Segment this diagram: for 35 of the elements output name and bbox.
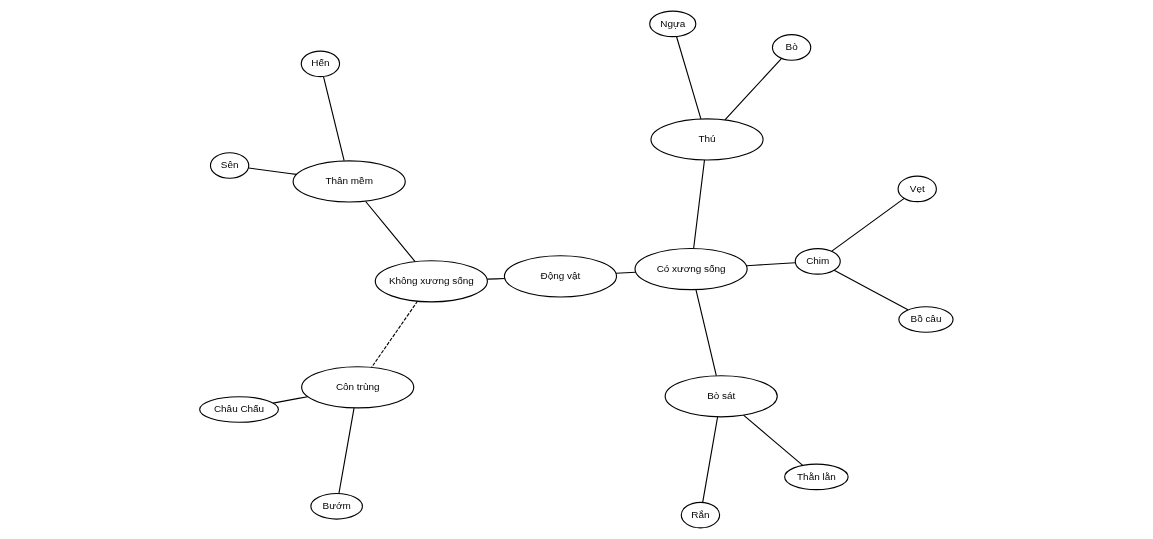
connector (831, 197, 905, 252)
connector (323, 76, 345, 162)
connector (695, 289, 717, 377)
node-ellipse: Chim (794, 248, 841, 275)
connector (365, 200, 416, 263)
node-ellipse: Thằn lằn (784, 463, 849, 491)
node-ellipse: Ngựa (649, 10, 697, 38)
node-ellipse: Bướm (310, 493, 363, 520)
connector (248, 167, 297, 175)
connector (724, 58, 782, 121)
node-ellipse: Bò (771, 34, 812, 61)
node-ellipse: Thú (650, 118, 764, 161)
node-ellipse: Động vật (503, 255, 618, 298)
connector (693, 159, 706, 249)
node-ellipse: Thân mềm (292, 160, 406, 203)
node-ellipse: Bồ câu (898, 306, 954, 333)
node-ellipse: Bò sát (664, 375, 778, 418)
node-ellipse: Có xương sống (634, 247, 748, 291)
connector (745, 262, 796, 267)
connector (371, 300, 419, 368)
node-ellipse: Châu Chấu (199, 396, 279, 423)
connector (272, 396, 309, 404)
connector (615, 271, 637, 274)
connector (486, 277, 506, 280)
node-ellipse: Hến (300, 50, 341, 78)
node-ellipse: Côn trùng (301, 366, 415, 409)
node-ellipse: Rắn (680, 501, 721, 529)
node-ellipse: Vẹt (897, 175, 937, 203)
node-ellipse: Sên (209, 152, 250, 179)
node-ellipse: Không xương sống (374, 260, 488, 303)
connector (702, 416, 719, 503)
connector (338, 407, 355, 495)
connector (833, 269, 909, 311)
connector (675, 35, 702, 120)
connector (742, 414, 804, 466)
